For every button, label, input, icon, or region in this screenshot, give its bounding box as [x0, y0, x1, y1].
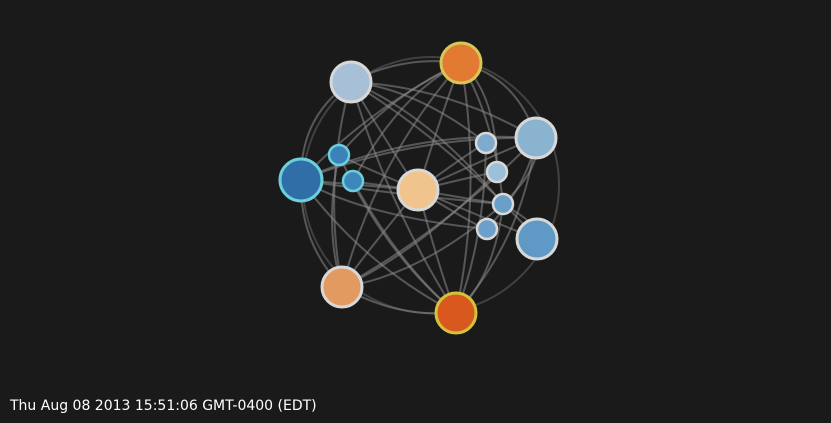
timestamp-label: Thu Aug 08 2013 15:51:06 GMT-0400 (EDT) [10, 398, 317, 414]
edge-n3-n11 [300, 136, 537, 181]
edge-n2-n10 [341, 62, 462, 288]
graph-node-n10[interactable] [320, 265, 364, 309]
graph-node-n9[interactable] [434, 291, 478, 335]
graph-node-n12[interactable] [327, 143, 351, 167]
edge-n8-n1 [350, 81, 538, 240]
edge-n2-n9 [455, 62, 472, 314]
edge-n1-n9 [350, 81, 457, 314]
graph-node-n4[interactable] [474, 131, 498, 155]
graph-node-n3[interactable] [514, 116, 558, 160]
graph-node-n7[interactable] [475, 217, 499, 241]
edge-n9-n11 [300, 179, 457, 314]
graph-node-n14[interactable] [396, 168, 440, 212]
nodes-group [278, 41, 559, 335]
graph-node-n11[interactable] [278, 157, 324, 203]
graph-node-n6[interactable] [491, 192, 515, 216]
graph-node-n5[interactable] [485, 160, 509, 184]
graph-node-n2[interactable] [439, 41, 483, 85]
edge-n2-n11 [300, 62, 462, 181]
graph-node-n13[interactable] [341, 169, 365, 193]
edge-n11-n3 [300, 135, 537, 181]
edge-n1-n3 [350, 81, 537, 139]
graph-node-n8[interactable] [515, 217, 559, 261]
graph-node-n1[interactable] [329, 60, 373, 104]
